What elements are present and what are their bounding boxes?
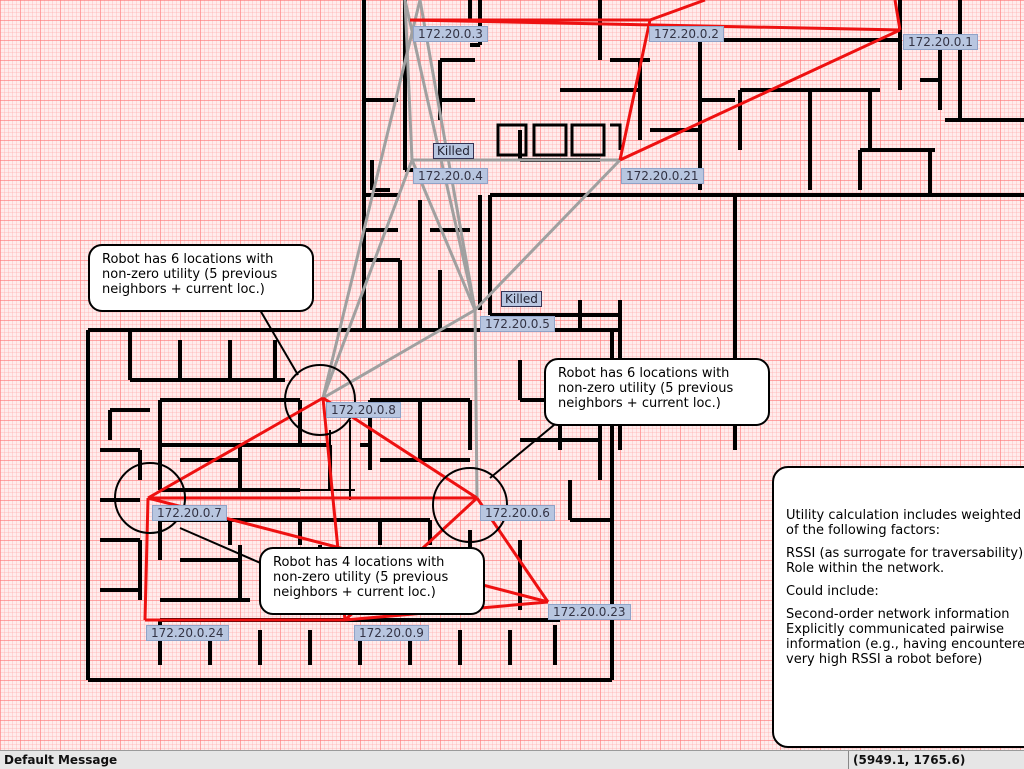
node-label-172-20-0-23[interactable]: 172.20.0.23 [548, 604, 631, 620]
callout-robot-6: Robot has 6 locations with non-zero util… [544, 358, 770, 426]
node-label-172-20-0-2[interactable]: 172.20.0.2 [649, 26, 724, 42]
info-line: of the following factors: [786, 523, 940, 538]
callout-line: Robot has 4 locations with [273, 555, 445, 570]
info-line: information (e.g., having encountered [786, 637, 1024, 652]
status-bar: Default Message (5949.1, 1765.6) [0, 750, 1024, 769]
callout-line: Robot has 6 locations with [558, 366, 730, 381]
node-label-172-20-0-6[interactable]: 172.20.0.6 [480, 505, 555, 521]
info-line: RSSI (as surrogate for traversability) [786, 546, 1024, 561]
callout-line: neighbors + current loc.) [102, 282, 265, 297]
info-line: Could include: [786, 584, 879, 599]
info-paragraph: Could include: [786, 584, 1024, 599]
status-message: Default Message [4, 753, 118, 767]
info-line: Utility calculation includes weighted [786, 508, 1022, 523]
callout-robot-8: Robot has 6 locations with non-zero util… [88, 244, 314, 312]
cursor-coordinates: (5949.1, 1765.6) [848, 751, 965, 769]
robot-circle-7[interactable] [114, 462, 186, 534]
node-label-172-20-0-21[interactable]: 172.20.0.21 [621, 168, 704, 184]
info-paragraph: Second-order network information Explici… [786, 607, 1024, 667]
node-label-172-20-0-5[interactable]: 172.20.0.5 [480, 316, 555, 332]
node-label-172-20-0-9[interactable]: 172.20.0.9 [354, 625, 429, 641]
node-label-172-20-0-7[interactable]: 172.20.0.7 [152, 505, 227, 521]
callout-leaders [179, 309, 561, 566]
callout-line: neighbors + current loc.) [558, 396, 721, 411]
node-label-172-20-0-4[interactable]: 172.20.0.4 [413, 168, 488, 184]
killed-tag: Killed [433, 143, 474, 159]
floorplan-map [86, 0, 1024, 682]
robot-circle-8[interactable] [284, 364, 356, 436]
node-label-172-20-0-3[interactable]: 172.20.0.3 [413, 26, 488, 42]
floorplan-walls [86, 0, 1024, 682]
info-line: Role within the network. [786, 561, 945, 576]
info-line: Explicitly communicated pairwise [786, 622, 1004, 637]
callout-line: non-zero utility (5 previous [102, 267, 278, 282]
node-label-172-20-0-1[interactable]: 172.20.0.1 [903, 34, 978, 50]
callout-line: non-zero utility (5 previous [273, 570, 449, 585]
node-label-172-20-0-24[interactable]: 172.20.0.24 [146, 625, 229, 641]
info-paragraph: Utility calculation includes weighted of… [786, 508, 1024, 538]
info-line: very high RSSI a robot before) [786, 652, 983, 667]
info-line: Second-order network information [786, 607, 1010, 622]
map-canvas[interactable]: 172.20.0.3 172.20.0.2 172.20.0.1 172.20.… [0, 0, 1024, 750]
info-paragraph: RSSI (as surrogate for traversability) R… [786, 546, 1024, 576]
callout-line: Robot has 6 locations with [102, 252, 274, 267]
callout-line: neighbors + current loc.) [273, 585, 436, 600]
killed-tag: Killed [501, 291, 542, 307]
node-label-172-20-0-8[interactable]: 172.20.0.8 [326, 402, 401, 418]
callout-line: non-zero utility (5 previous [558, 381, 734, 396]
callout-robot-7: Robot has 4 locations with non-zero util… [259, 547, 485, 615]
utility-info-panel: Utility calculation includes weighted of… [772, 466, 1024, 748]
